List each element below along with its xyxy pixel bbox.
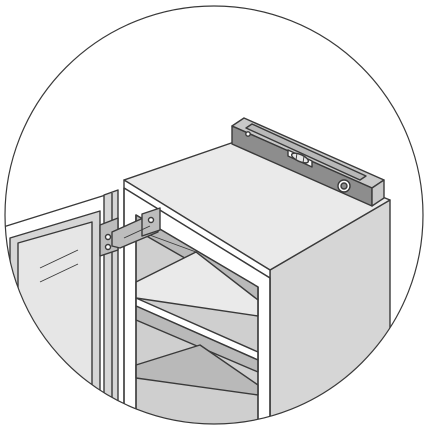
level-round-vial-inner (340, 182, 348, 190)
glass-reflection (39, 263, 79, 283)
hinge-screw (147, 216, 155, 224)
door-glass-pane (17, 221, 93, 424)
level-screw (245, 131, 251, 137)
hinge (99, 207, 161, 257)
level-recess (245, 123, 367, 181)
hinge-screw (104, 233, 112, 241)
level-end-cap (371, 179, 385, 207)
glass-reflection (39, 249, 79, 269)
circular-frame (4, 5, 424, 425)
bubble-vial (287, 149, 313, 168)
hinge-screw (104, 243, 112, 251)
clipped-scene (5, 117, 391, 424)
vial-bubble (290, 152, 310, 164)
spirit-level (231, 117, 385, 207)
